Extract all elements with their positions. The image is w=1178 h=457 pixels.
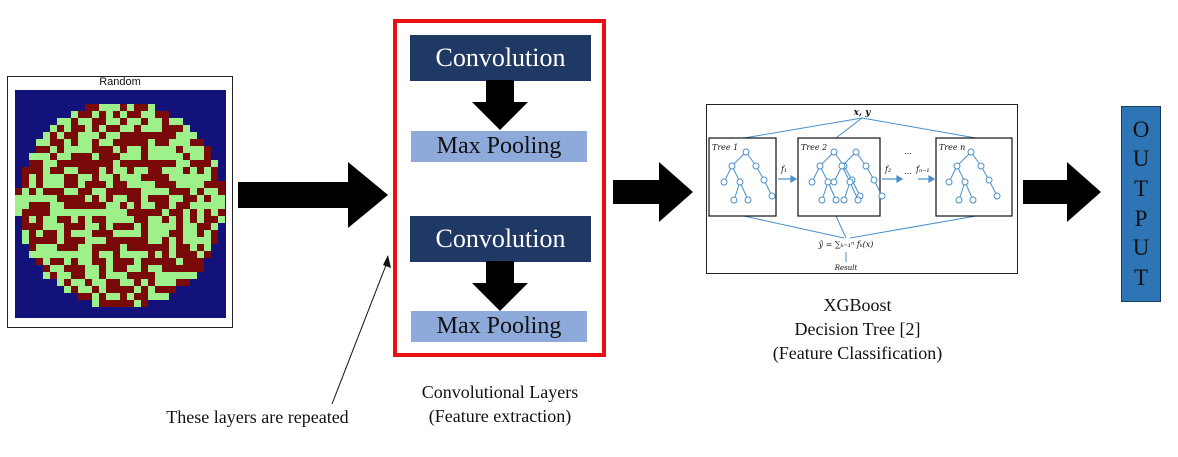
- convolution-block-1: Convolution: [410, 35, 591, 81]
- arrow-down-1: [472, 80, 528, 130]
- repeated-layers-annotation: These layers are repeated: [166, 407, 349, 427]
- xgboost-diagram-frame: [706, 104, 1018, 274]
- wafer-map-image: [15, 90, 226, 318]
- xgboost-tree-diagram: x, y Tree 1 Tree 2 Tree n f₁ f₂ … … fₙ₋₁…: [708, 108, 1013, 272]
- tree-2-box: [797, 137, 881, 217]
- output-letter: U: [1132, 235, 1150, 261]
- xgb-input-label: x, y: [853, 108, 872, 118]
- formula-label: ŷ = ∑ₖ₌₁ⁿ fₖ(x): [818, 240, 874, 249]
- f2-label: f₂: [884, 165, 891, 174]
- dots-label-2: …: [904, 167, 912, 176]
- output-letter: T: [1133, 265, 1149, 291]
- arrow-down-2: [472, 261, 528, 311]
- tree-1-box: [708, 137, 777, 217]
- arrow-to-xgboost: [613, 162, 693, 222]
- cnn-caption-line1: Convolutional Layers: [421, 382, 579, 402]
- xgboost-caption-line2: Decision Tree [2]: [794, 319, 921, 339]
- fn1-label: fₙ₋₁: [915, 165, 930, 174]
- convolution-block-2: Convolution: [410, 216, 591, 262]
- arrow-to-output: [1023, 162, 1101, 222]
- xgboost-caption: XGBoost Decision Tree [2] (Feature Class…: [720, 293, 995, 365]
- max-pooling-block-1: Max Pooling: [411, 131, 587, 162]
- tree-2-label: Tree 2: [801, 143, 827, 152]
- xgboost-caption-line1: XGBoost: [823, 295, 892, 315]
- tree-n-label: Tree n: [939, 143, 965, 152]
- tree-1-label: Tree 1: [712, 143, 738, 152]
- annotation-pointer: [331, 255, 391, 405]
- output-letter: U: [1132, 146, 1150, 172]
- xgboost-caption-line3: (Feature Classification): [772, 343, 943, 363]
- max-pooling-block-2: Max Pooling: [411, 311, 587, 342]
- output-letter: T: [1133, 176, 1149, 202]
- result-label: Result: [834, 264, 858, 272]
- output-letter: O: [1132, 116, 1150, 142]
- f1-label: f₁: [780, 165, 787, 174]
- cnn-caption: Convolutional Layers (Feature extraction…: [380, 380, 620, 428]
- cnn-caption-line2: (Feature extraction): [428, 406, 572, 426]
- tree-n-box: [935, 137, 1013, 217]
- convolutional-layers-frame: [393, 19, 606, 357]
- output-letter: P: [1134, 205, 1148, 231]
- arrow-to-cnn: [238, 162, 388, 228]
- dots-label: …: [904, 147, 912, 156]
- wafer-map-title: Random: [99, 76, 141, 88]
